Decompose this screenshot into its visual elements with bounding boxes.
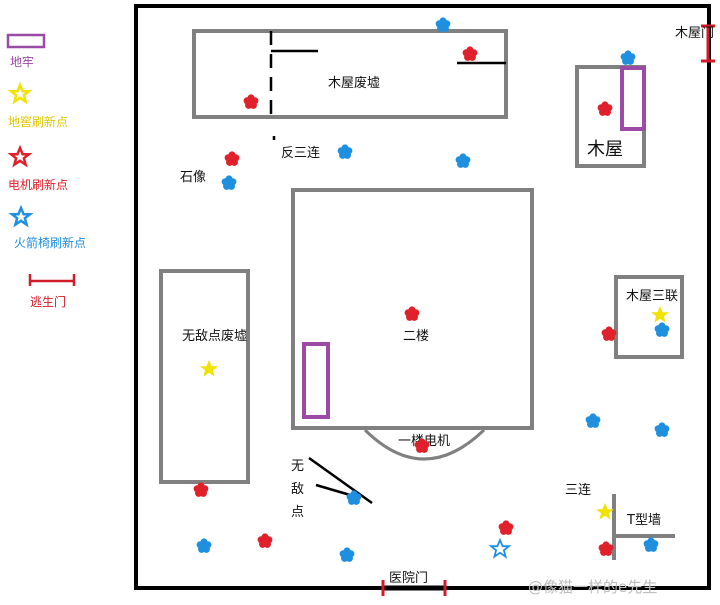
generator-spawn-icon [598,541,614,556]
cabin-gate-label: 木屋门 [675,26,714,41]
cabin-ruins: 木屋废墟 [192,29,508,140]
generator-spawn-icon [193,482,209,497]
rocket-chair-spawn-icon [654,322,670,337]
t-wall: T型墙 [612,494,675,560]
legend-hatch-label: 地窖刷新点 [8,114,68,129]
rocket-chair-spawn-icon [585,413,601,428]
legend-hatch-icon [9,83,31,103]
hatch-spawns [200,306,669,520]
cabin-triple: 木屋三联 [614,275,684,359]
invincible-point: 无 敌 点 [291,456,373,520]
statue-label: 石像 [180,170,206,185]
rocket-chair-spawn-icon [339,547,355,562]
hatch-spawn-icon [651,306,669,323]
generator-spawn-icon [243,94,259,109]
legend: 地牢 地窖刷新点 电机刷新点 火箭椅刷新点 逃生门 [6,33,86,309]
invincible-ruins: 无敌点废墟 [159,269,250,484]
rocket-chair-spawn-icon [435,17,451,32]
rocket-chair-spawn-icon [455,153,471,168]
rocket-chair-outline-star-icon [490,539,510,558]
cabin: 木屋 [575,65,646,168]
generator-spawn-icon [498,520,514,535]
cabin-triple-label: 木屋三联 [626,289,678,304]
dungeon-cabin [620,66,646,131]
legend-generator-label: 电机刷新点 [8,177,68,192]
invincible-ruins-label: 无敌点废墟 [182,328,247,344]
rocket-chair-spawn-icon [196,538,212,553]
legend-exit-gate-icon [28,274,76,286]
second-floor-label: 二楼 [403,329,429,344]
generator-spawn-icon [257,533,273,548]
generator-spawn-icon [597,101,613,116]
generator-spawn-icon [404,306,420,321]
legend-rocket-chair-label: 火箭椅刷新点 [14,235,86,250]
cabin-ruins-label: 木屋废墟 [328,75,380,91]
cabin-label: 木屋 [587,139,623,160]
t-wall-label: T型墙 [626,513,661,528]
rocket-chair-spawn-icon [654,422,670,437]
rocket-chair-spawn-icon [620,50,636,65]
generator-spawn-icon [224,151,240,166]
rocket-chair-spawn-icon [643,537,659,552]
hatch-spawn-icon [200,360,218,377]
exit-gate-cabin: 木屋门 [675,24,715,63]
legend-generator-icon [9,146,31,166]
generator-spawn-icon [462,46,478,61]
hospital-gate-label: 医院门 [389,571,428,586]
legend-rocket-chair-icon [10,206,32,226]
invincible-point-char3: 点 [291,505,304,520]
generator-spawns [193,46,617,556]
legend-dungeon-icon [6,33,46,49]
dungeon-main [302,342,330,419]
main-building: 二楼 一楼电机 [291,188,534,461]
exit-gate-hospital: 医院门 [381,571,447,596]
hatch-spawn-icon [596,503,614,520]
watermark: @像猫一样的e先生 [528,578,657,596]
invincible-point-char2: 敌 [291,482,304,497]
triple-label: 三连 [565,482,591,498]
rocket-chair-spawn-icon [221,175,237,190]
invincible-point-char1: 无 [291,459,304,474]
legend-dungeon-label: 地牢 [10,54,34,69]
reverse-triple-label: 反三连 [281,145,320,161]
rocket-chair-spawn-icon [337,144,353,159]
rocket-chair-spawns [196,17,670,562]
legend-exit-gate-label: 逃生门 [30,294,66,309]
